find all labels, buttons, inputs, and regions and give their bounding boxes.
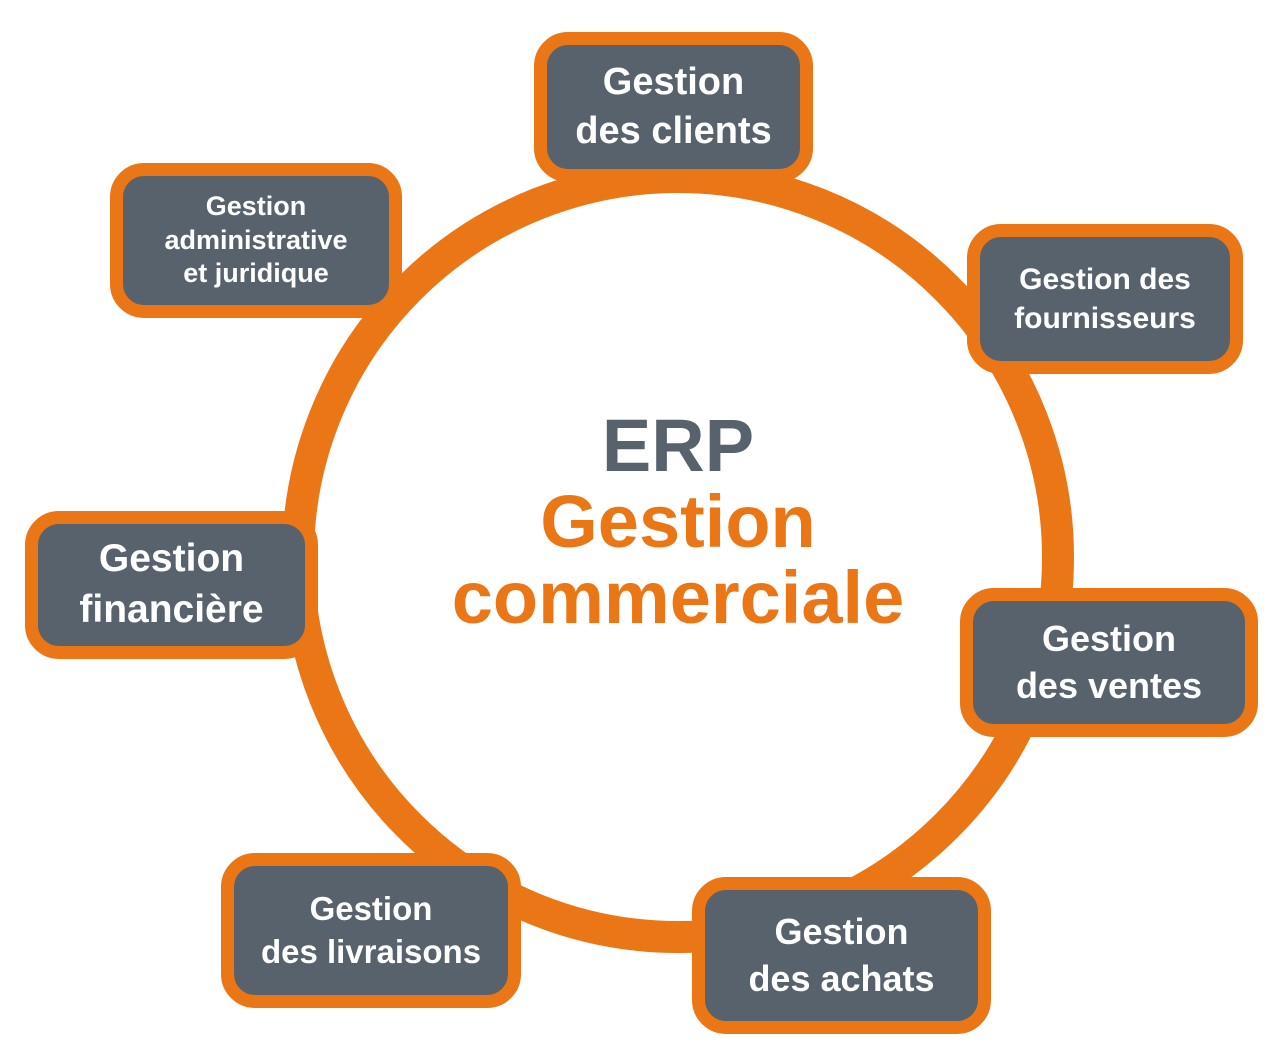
center-title: ERP <box>601 404 755 487</box>
node-label-line: Gestion des <box>1019 263 1191 296</box>
node-gestion-des-livraisons: Gestion des livraisons <box>221 853 521 1008</box>
node-label-line: financière <box>79 588 264 631</box>
node-label-line: des livraisons <box>260 932 482 970</box>
node-label-line: des achats <box>748 957 935 999</box>
node-gestion-des-ventes: Gestion des ventes <box>960 588 1258 737</box>
node-label-line: Gestion <box>602 61 745 104</box>
center-label: ERP Gestion commerciale <box>358 408 998 636</box>
node-gestion-des-fournisseurs: Gestion des fournisseurs <box>967 224 1243 374</box>
node-gestion-financiere: Gestion financière <box>25 511 318 659</box>
node-gestion-administrative-et-juridique: Gestion administrative et juridique <box>110 163 402 318</box>
node-label-line: Gestion <box>98 537 245 581</box>
node-label-line: Gestion <box>205 190 307 221</box>
node-label-line: et juridique <box>183 258 329 289</box>
node-label-line: Gestion <box>1041 617 1176 659</box>
node-label-line: Gestion <box>309 889 433 927</box>
node-label-line: Gestion <box>774 910 909 952</box>
node-label-line: des ventes <box>1015 664 1203 706</box>
node-gestion-des-clients: Gestion des clients <box>534 32 813 182</box>
node-label-line: des clients <box>575 110 772 152</box>
node-gestion-des-achats: Gestion des achats <box>692 877 991 1034</box>
center-subtitle-line2: commerciale <box>451 556 905 639</box>
node-label-line: fournisseurs <box>1014 302 1196 335</box>
node-label-line: administrative <box>164 224 348 255</box>
center-subtitle-line1: Gestion <box>540 480 816 563</box>
